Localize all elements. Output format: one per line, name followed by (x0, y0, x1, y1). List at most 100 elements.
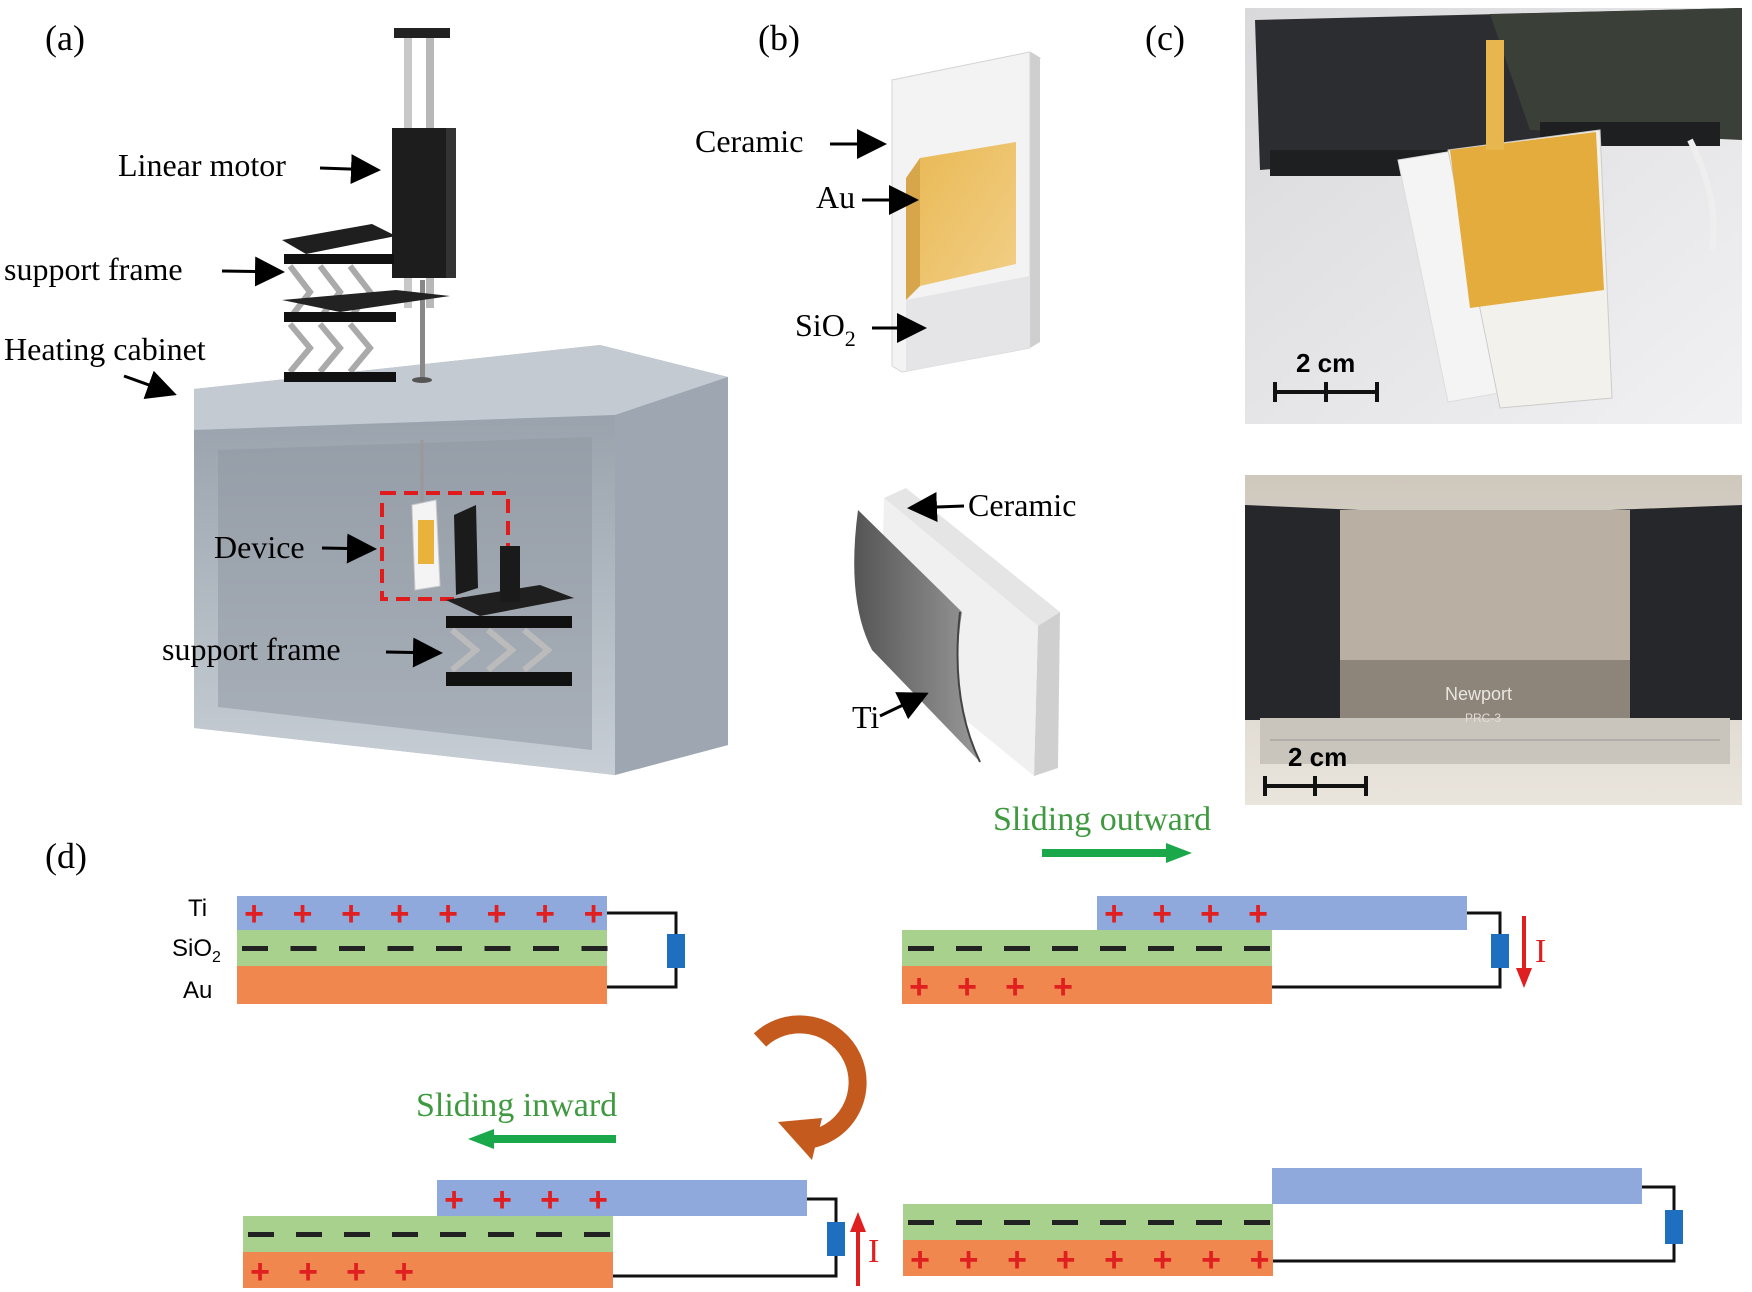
cycle-arrow-icon (753, 1015, 867, 1160)
positive-charge-mark: + (250, 1253, 270, 1291)
positive-charge-mark: + (910, 1241, 930, 1279)
positive-charge-mark: + (1152, 895, 1172, 933)
negative-charge-mark (436, 946, 462, 951)
label-sliding-inward: Sliding inward (416, 1087, 617, 1124)
positive-charge-mark: + (487, 895, 507, 933)
negative-charge-mark (1244, 1220, 1270, 1225)
positive-charge-mark: + (1104, 1241, 1124, 1279)
positive-charge-mark: + (492, 1181, 512, 1219)
label-support-frame-bottom: support frame (162, 631, 341, 667)
negative-charge-mark (296, 1232, 322, 1237)
positive-charge-mark: + (1200, 895, 1220, 933)
positive-charge-mark: + (535, 895, 555, 933)
arrow-left-icon (468, 1129, 494, 1149)
positive-charge-mark: + (1053, 968, 1073, 1006)
positive-charge-mark: + (444, 1181, 464, 1219)
support-frame-top-graphic (282, 224, 450, 382)
scale-bar-label-bottom: 2 cm (1288, 742, 1347, 772)
label-sio2: SiO2 (795, 307, 856, 351)
negative-charge-mark (1052, 1220, 1078, 1225)
positive-charge-mark: + (293, 895, 313, 933)
photo-bottom: Newport PRC-3 2 cm (1245, 475, 1742, 805)
negative-charge-mark (1100, 1220, 1126, 1225)
negative-charge-mark (1004, 1220, 1030, 1225)
arrow-right-icon (1166, 843, 1192, 863)
panel-label-d: (d) (45, 836, 87, 876)
negative-charge-mark (242, 946, 268, 951)
label-linear-motor: Linear motor (118, 147, 286, 183)
positive-charge-mark: + (1248, 895, 1268, 933)
positive-charge-mark: + (1005, 968, 1025, 1006)
layer-label-au: Au (183, 977, 212, 1004)
panel-label-a: (a) (45, 18, 85, 58)
positive-charge-mark: + (909, 968, 929, 1006)
negative-charge-mark (1196, 946, 1222, 951)
support-frame-bottom-graphic (446, 546, 574, 686)
negative-charge-mark (1196, 1220, 1222, 1225)
positive-charge-mark: + (1250, 1241, 1270, 1279)
device-top-graphic (890, 51, 1042, 373)
positive-charge-mark: + (584, 895, 604, 933)
negative-charge-mark (908, 946, 934, 951)
negative-charge-mark (581, 946, 608, 951)
positive-charge-mark: + (957, 968, 977, 1006)
positive-charge-mark: + (390, 895, 410, 933)
photo-top: 2 cm (1245, 8, 1742, 424)
negative-charge-mark (484, 946, 511, 951)
label-ceramic-bottom: Ceramic (968, 487, 1076, 523)
label-ceramic-top: Ceramic (695, 123, 803, 159)
current-arrow-up-icon (850, 1212, 866, 1232)
negative-charge-mark (1052, 946, 1078, 951)
negative-charge-mark (248, 1232, 274, 1237)
panel-label-b: (b) (758, 18, 800, 58)
positive-charge-mark: + (1201, 1241, 1221, 1279)
negative-charge-mark (387, 946, 414, 951)
label-sliding-outward: Sliding outward (993, 801, 1211, 838)
negative-charge-mark (290, 946, 317, 951)
load-resistor (667, 934, 685, 968)
label-support-frame-top: support frame (4, 251, 183, 287)
device-bottom-graphic (854, 488, 1060, 776)
label-device: Device (214, 529, 305, 565)
panel-c: (c) 2 cm Newpo (1145, 8, 1742, 805)
positive-charge-mark: + (438, 895, 458, 933)
positive-charge-mark: + (298, 1253, 318, 1291)
positive-charge-mark: + (244, 895, 264, 933)
positive-charge-mark: + (1104, 895, 1124, 933)
panel-d: (d) Ti SiO2 Au ++++++++ Sliding outward (45, 801, 1683, 1291)
layer-label-ti: Ti (188, 895, 207, 922)
current-arrow-down-icon (1516, 968, 1532, 988)
negative-charge-mark (1148, 946, 1174, 951)
negative-charge-mark (956, 1220, 982, 1225)
negative-charge-mark (440, 1232, 466, 1237)
panel-a: (a) (4, 18, 728, 775)
current-label-bottom: I (868, 1233, 879, 1270)
state-sliding-inward: I ++++ ++++ (243, 1180, 879, 1291)
label-au: Au (816, 179, 855, 215)
positive-charge-mark: + (1056, 1241, 1076, 1279)
negative-charge-mark (488, 1232, 514, 1237)
state-separated: ++++++++ (903, 1168, 1683, 1279)
positive-charge-mark: + (1153, 1241, 1173, 1279)
current-label-top: I (1535, 933, 1546, 970)
positive-charge-mark: + (341, 895, 361, 933)
positive-charge-mark: + (959, 1241, 979, 1279)
negative-charge-mark (1100, 946, 1126, 951)
positive-charge-mark: + (394, 1253, 414, 1291)
negative-charge-mark (956, 946, 982, 951)
label-heating-cabinet: Heating cabinet (4, 331, 206, 367)
state-sliding-outward: I + + + + + + + + (902, 895, 1546, 1006)
panel-label-c: (c) (1145, 18, 1185, 58)
negative-charge-mark (344, 1232, 370, 1237)
negative-charge-mark (392, 1232, 418, 1237)
scale-bar-label-top: 2 cm (1296, 348, 1355, 378)
state-contact: + + + + + + + + (237, 895, 685, 1004)
positive-charge-mark: + (540, 1181, 560, 1219)
negative-charge-mark (584, 1232, 610, 1237)
negative-charge-mark (908, 1220, 934, 1225)
negative-charge-mark (1004, 946, 1030, 951)
positive-charge-mark: + (588, 1181, 608, 1219)
label-ti: Ti (852, 699, 879, 735)
negative-charge-mark (339, 946, 365, 951)
